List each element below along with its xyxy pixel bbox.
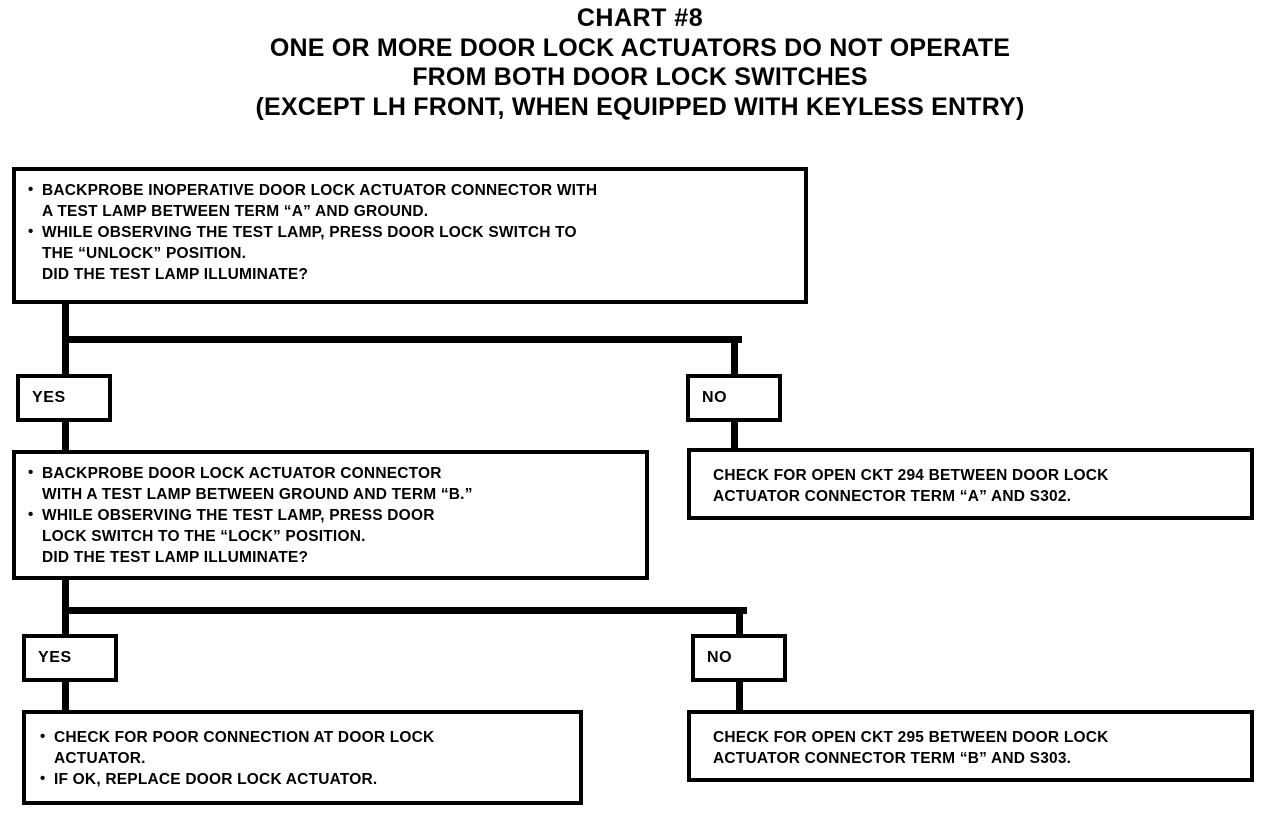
step1-yes-label: YES xyxy=(32,389,66,406)
step2-no-result-text: CHECK FOR OPEN CKT 295 BETWEEN DOOR LOCK… xyxy=(713,729,1109,767)
step1-bullet-1: BACKPROBE INOPERATIVE DOOR LOCK ACTUATOR… xyxy=(28,180,792,222)
connector-row2-no-drop xyxy=(736,607,743,639)
step2-no-result-box: CHECK FOR OPEN CKT 295 BETWEEN DOOR LOCK… xyxy=(687,710,1254,782)
connector-step2-no-to-result xyxy=(736,678,743,714)
chart-title-line-2: ONE OR MORE DOOR LOCK ACTUATORS DO NOT O… xyxy=(269,33,1011,62)
step1-box-content: BACKPROBE INOPERATIVE DOOR LOCK ACTUATOR… xyxy=(16,171,804,295)
connector-step2-stem xyxy=(62,576,69,618)
step2-decision-box: BACKPROBE DOOR LOCK ACTUATOR CONNECTOR W… xyxy=(12,450,649,580)
step1-no-result-content: CHECK FOR OPEN CKT 294 BETWEEN DOOR LOCK… xyxy=(691,452,1250,507)
chart-title-block: CHART #8 ONE OR MORE DOOR LOCK ACTUATORS… xyxy=(0,4,1280,122)
step2-yes-label-box: YES xyxy=(22,634,118,682)
chart-title-line-3: FROM BOTH DOOR LOCK SWITCHES xyxy=(412,63,868,91)
step2-bullet-2: WHILE OBSERVING THE TEST LAMP, PRESS DOO… xyxy=(28,505,633,547)
connector-row2-yes-drop xyxy=(62,607,69,639)
step2-bullet-1: BACKPROBE DOOR LOCK ACTUATOR CONNECTOR W… xyxy=(28,463,633,505)
connector-bus-row1 xyxy=(62,336,742,343)
connector-row1-yes-drop xyxy=(62,336,69,378)
connector-step1-yes-to-step2 xyxy=(62,418,69,454)
step2-yes-result-content: CHECK FOR POOR CONNECTION AT DOOR LOCK A… xyxy=(26,714,579,800)
step1-yes-label-box: YES xyxy=(16,374,112,422)
step2-no-label: NO xyxy=(707,649,733,666)
step2-yes-result-list: CHECK FOR POOR CONNECTION AT DOOR LOCK A… xyxy=(40,727,567,791)
step2-yes-result-box: CHECK FOR POOR CONNECTION AT DOOR LOCK A… xyxy=(22,710,583,805)
connector-step1-no-to-result xyxy=(731,418,738,452)
step1-no-label: NO xyxy=(702,389,728,406)
step1-no-result-box: CHECK FOR OPEN CKT 294 BETWEEN DOOR LOCK… xyxy=(687,448,1254,520)
connector-bus-row2 xyxy=(62,607,747,614)
step2-box-content: BACKPROBE DOOR LOCK ACTUATOR CONNECTOR W… xyxy=(16,454,645,578)
step2-no-label-box: NO xyxy=(691,634,787,682)
step1-bullet-list: BACKPROBE INOPERATIVE DOOR LOCK ACTUATOR… xyxy=(28,180,792,286)
chart-title-line-1: CHART #8 xyxy=(576,4,704,32)
step1-no-result-text: CHECK FOR OPEN CKT 294 BETWEEN DOOR LOCK… xyxy=(713,467,1109,505)
step2-yes-label: YES xyxy=(38,649,72,666)
step1-no-label-box: NO xyxy=(686,374,782,422)
chart-title-line-4: (EXCEPT LH FRONT, WHEN EQUIPPED WITH KEY… xyxy=(255,92,1025,121)
step2-question: DID THE TEST LAMP ILLUMINATE? xyxy=(42,549,309,567)
connector-step1-stem xyxy=(62,299,69,343)
step2-yes-result-bullet-2: IF OK, REPLACE DOOR LOCK ACTUATOR. xyxy=(40,769,567,791)
step1-question: DID THE TEST LAMP ILLUMINATE? xyxy=(42,266,309,284)
step1-decision-box: BACKPROBE INOPERATIVE DOOR LOCK ACTUATOR… xyxy=(12,167,808,304)
connector-step2-yes-to-result xyxy=(62,678,69,714)
step1-bullet-2: WHILE OBSERVING THE TEST LAMP, PRESS DOO… xyxy=(28,222,792,264)
step2-bullet-list: BACKPROBE DOOR LOCK ACTUATOR CONNECTOR W… xyxy=(28,463,633,569)
step2-no-result-content: CHECK FOR OPEN CKT 295 BETWEEN DOOR LOCK… xyxy=(691,714,1250,769)
connector-row1-no-drop xyxy=(731,336,738,378)
step2-yes-result-bullet-1: CHECK FOR POOR CONNECTION AT DOOR LOCK A… xyxy=(40,727,567,769)
